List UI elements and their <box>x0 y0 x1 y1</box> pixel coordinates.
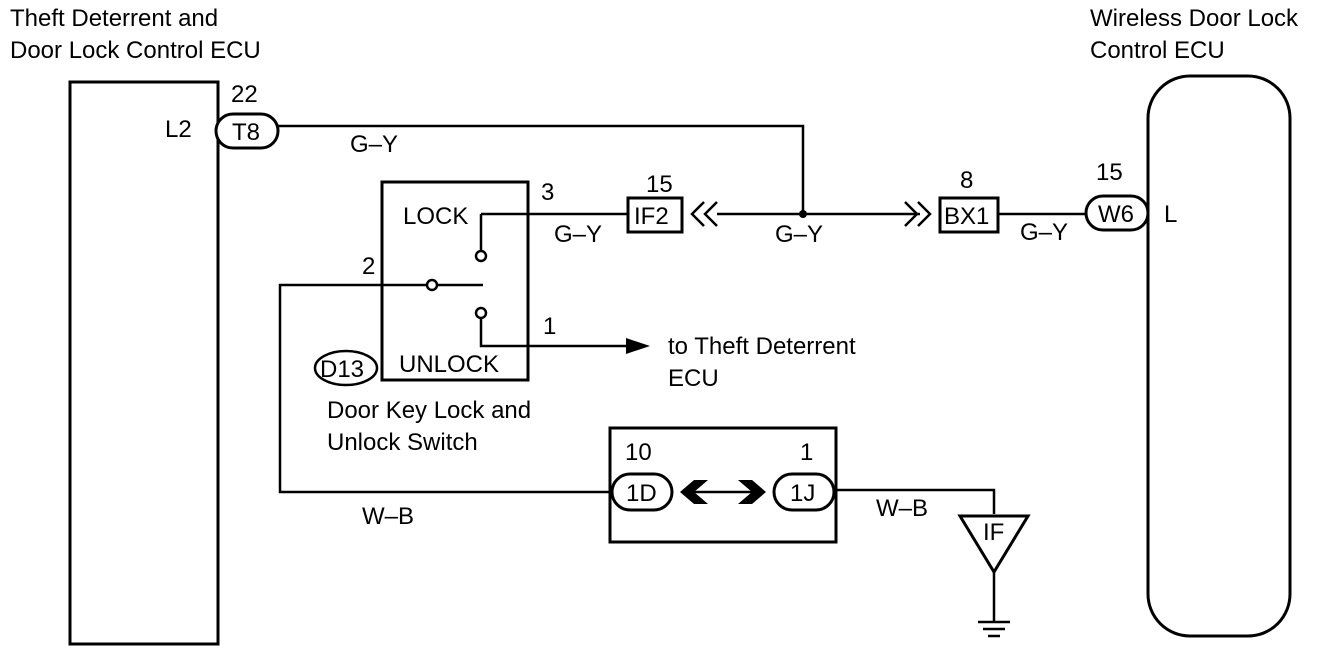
lock-contact <box>474 249 488 263</box>
t8-pin-number: 22 <box>231 81 258 108</box>
destination-line2: ECU <box>668 365 719 392</box>
arrow-head <box>626 338 650 354</box>
ground-point-if <box>957 514 1031 575</box>
1j-connector <box>772 472 836 512</box>
d13-connector <box>313 349 379 387</box>
if2-chevron-1 <box>690 201 705 227</box>
wire-mid-color: G–Y <box>775 221 823 248</box>
switch-name-line1: Door Key Lock and <box>327 397 531 424</box>
left-ecu-terminal: L2 <box>165 116 192 143</box>
destination-line1: to Theft Deterrent <box>668 333 856 360</box>
ground-label: IF <box>983 519 1004 546</box>
left-ecu-box <box>68 80 220 646</box>
w6-pin-number: 15 <box>1096 159 1123 186</box>
if2-pin-number: 15 <box>646 171 673 198</box>
switch-unlock-label: UNLOCK <box>399 351 499 378</box>
1d-connector <box>610 472 674 512</box>
right-ecu-box <box>1146 74 1292 638</box>
wire-ground-left <box>278 283 612 494</box>
unlock-contact <box>474 306 488 320</box>
right-ecu-terminal: L <box>1164 201 1177 228</box>
d13-connector-label: D13 <box>320 356 364 383</box>
switch-pin-lock: 3 <box>541 179 554 206</box>
wire-top-color: G–Y <box>350 131 398 158</box>
right-ecu-title-line2: Control ECU <box>1090 37 1225 64</box>
left-ecu-title-line1: Theft Deterrent and <box>10 5 218 32</box>
wire-unlock-out <box>479 318 630 348</box>
wire-ground-left-color: W–B <box>362 503 414 530</box>
jb-right-pin: 1 <box>800 439 813 466</box>
1d-connector-label: 1D <box>626 480 657 507</box>
1j-connector-label: 1J <box>790 480 815 507</box>
switch-pin-common: 2 <box>362 253 375 280</box>
wire-ground-right-color: W–B <box>876 495 928 522</box>
bx1-connector-label: BX1 <box>944 203 989 230</box>
bx1-chevron-1 <box>904 201 919 227</box>
w6-connector-label: W6 <box>1098 201 1134 228</box>
wire-lock-color: G–Y <box>554 221 602 248</box>
wire-right-color: G–Y <box>1020 219 1068 246</box>
switch-pin-unlock: 1 <box>543 313 556 340</box>
common-contact <box>425 278 439 292</box>
right-ecu-title-line1: Wireless Door Lock <box>1090 5 1299 32</box>
bx1-chevron-2 <box>917 201 932 227</box>
wire-ground-right <box>834 488 996 514</box>
left-ecu-title-line2: Door Lock Control ECU <box>10 37 261 64</box>
bx1-pin-number: 8 <box>960 167 973 194</box>
if2-chevron-2 <box>703 201 718 227</box>
if2-connector-label: IF2 <box>634 203 669 230</box>
jb-left-pin: 10 <box>625 439 652 466</box>
switch-lock-label: LOCK <box>403 203 468 230</box>
t8-connector-label: T8 <box>232 119 260 146</box>
t8-connector <box>214 112 280 150</box>
wire-top-gy <box>278 124 805 214</box>
switch-name-line2: Unlock Switch <box>327 429 478 456</box>
